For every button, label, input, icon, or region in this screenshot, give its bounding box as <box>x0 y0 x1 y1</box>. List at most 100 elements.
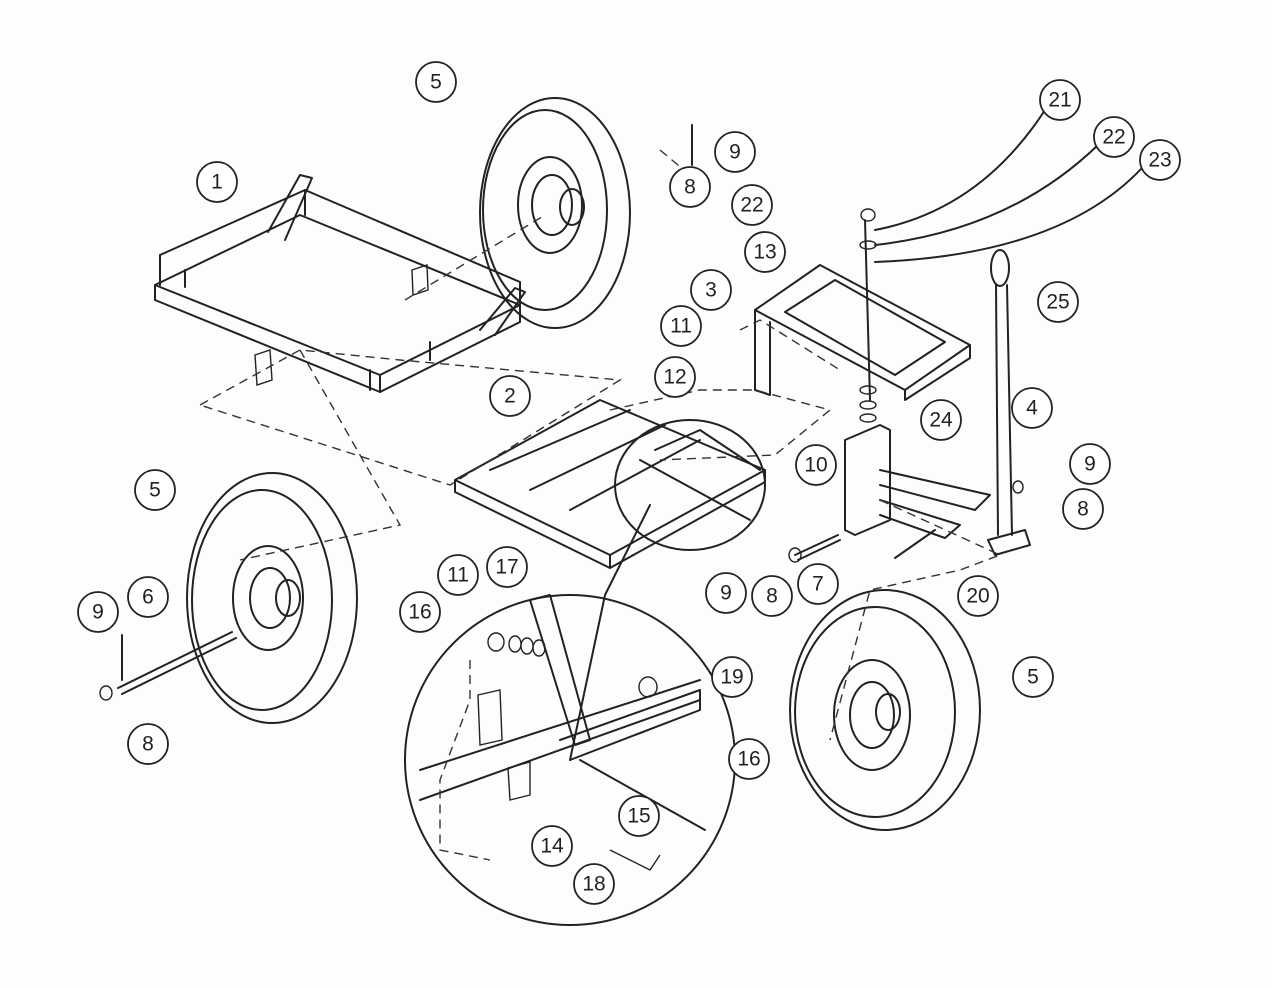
callout-circle <box>751 575 793 617</box>
callout-18: 18 <box>573 863 615 905</box>
callout-circle <box>618 795 660 837</box>
callout-circle <box>728 738 770 780</box>
handle <box>987 249 1031 556</box>
callout-label: 18 <box>582 873 605 896</box>
callout-circle <box>489 375 531 417</box>
callout-13: 13 <box>744 231 786 273</box>
callout-circle <box>1012 656 1054 698</box>
callout-6: 6 <box>127 576 169 618</box>
callout-circle <box>1093 116 1135 158</box>
callout-9: 9 <box>714 131 756 173</box>
callout-circle <box>957 575 999 617</box>
callout-5: 5 <box>1012 656 1054 698</box>
callout-label: 5 <box>430 71 442 94</box>
callout-label: 8 <box>142 733 154 756</box>
callout-circle <box>711 656 753 698</box>
callout-circle <box>705 572 747 614</box>
callout-circle <box>795 444 837 486</box>
callout-label: 3 <box>705 279 717 302</box>
callout-21: 21 <box>1039 79 1081 121</box>
callout-circle <box>690 269 732 311</box>
callout-circle <box>1062 488 1104 530</box>
callout-label: 23 <box>1148 149 1171 172</box>
callout-circle <box>486 546 528 588</box>
callout-circle <box>196 161 238 203</box>
callout-label: 7 <box>812 573 824 596</box>
callout-label: 4 <box>1026 397 1038 420</box>
callout-1: 1 <box>196 161 238 203</box>
callout-circle <box>920 399 962 441</box>
callout-label: 1 <box>211 171 223 194</box>
callout-circle <box>77 591 119 633</box>
callout-circle <box>134 469 176 511</box>
callout-11: 11 <box>660 305 702 347</box>
callout-label: 16 <box>737 748 760 771</box>
callout-circle <box>1069 443 1111 485</box>
callout-circle <box>654 356 696 398</box>
axles-pins <box>99 124 1024 701</box>
callout-circle <box>1139 139 1181 181</box>
callout-circle <box>437 554 479 596</box>
callout-circle <box>531 825 573 867</box>
callout-22: 22 <box>1093 116 1135 158</box>
callout-label: 21 <box>1048 89 1071 112</box>
callout-label: 15 <box>627 805 650 828</box>
callout-14: 14 <box>531 825 573 867</box>
callout-circle <box>797 563 839 605</box>
callout-label: 12 <box>663 366 686 389</box>
callout-9: 9 <box>1069 443 1111 485</box>
callout-25: 25 <box>1037 281 1079 323</box>
callout-8: 8 <box>1062 488 1104 530</box>
wheel-left <box>186 472 358 724</box>
callout-label: 24 <box>929 409 953 432</box>
callout-12: 12 <box>654 356 696 398</box>
wheel-top <box>479 97 631 329</box>
callout-9: 9 <box>77 591 119 633</box>
callout-label: 9 <box>729 141 741 164</box>
callout-label: 9 <box>92 601 104 624</box>
callout-9: 9 <box>705 572 747 614</box>
guide-lines <box>198 149 1002 861</box>
callout-16: 16 <box>399 591 441 633</box>
callout-label: 11 <box>670 315 692 338</box>
callout-16: 16 <box>728 738 770 780</box>
callout-circle <box>127 723 169 765</box>
callout-circle <box>1039 79 1081 121</box>
callout-circle <box>714 131 756 173</box>
callout-circle <box>669 166 711 208</box>
callout-7: 7 <box>797 563 839 605</box>
callout-label: 25 <box>1046 291 1069 314</box>
callout-8: 8 <box>751 575 793 617</box>
callout-10: 10 <box>795 444 837 486</box>
callout-circle <box>127 576 169 618</box>
callout-circle <box>573 863 615 905</box>
detail-circles <box>404 419 766 926</box>
wheel-right <box>789 589 981 831</box>
callout-circle <box>399 591 441 633</box>
callout-11: 11 <box>437 554 479 596</box>
callout-17: 17 <box>486 546 528 588</box>
wagon-bed <box>154 174 526 393</box>
callout-label: 10 <box>804 454 827 477</box>
callout-label: 22 <box>740 194 763 217</box>
callout-19: 19 <box>711 656 753 698</box>
callout-label: 16 <box>408 601 431 624</box>
callout-label: 5 <box>1027 666 1039 689</box>
callout-circle <box>415 61 457 103</box>
callout-23: 23 <box>1139 139 1181 181</box>
tongue-bracket <box>844 424 991 539</box>
callout-4: 4 <box>1011 387 1053 429</box>
callout-label: 22 <box>1102 126 1125 149</box>
callout-label: 5 <box>149 479 161 502</box>
callout-label: 17 <box>495 556 518 579</box>
callout-8: 8 <box>127 723 169 765</box>
callout-5: 5 <box>134 469 176 511</box>
callout-3: 3 <box>690 269 732 311</box>
callout-label: 8 <box>684 176 696 199</box>
callout-22: 22 <box>731 184 773 226</box>
callout-2: 2 <box>489 375 531 417</box>
hoses <box>859 109 1143 423</box>
callout-circle <box>1037 281 1079 323</box>
